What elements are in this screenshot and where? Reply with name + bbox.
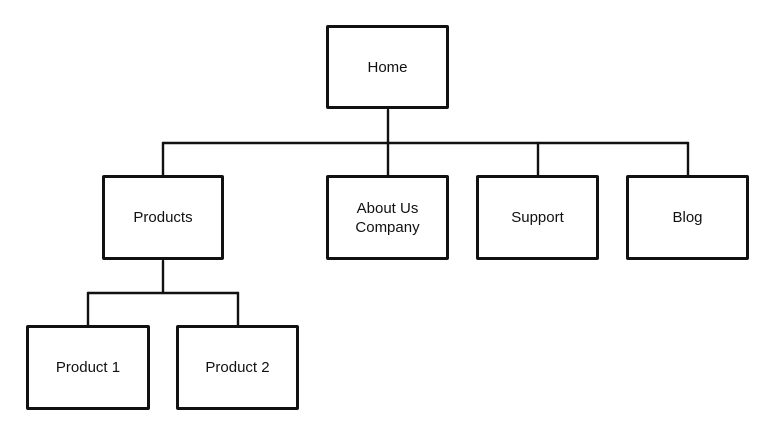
node-products-label: Products (133, 209, 193, 226)
node-support[interactable]: Support (476, 175, 599, 260)
node-product-1[interactable]: Product 1 (26, 325, 150, 410)
node-product-1-label: Product 1 (55, 359, 121, 376)
node-blog-label: Blog (672, 209, 703, 226)
node-blog[interactable]: Blog (626, 175, 749, 260)
node-home-label: Home (367, 58, 408, 76)
node-support-label: Support (511, 209, 564, 226)
node-about-us-company-label: About Us Company (355, 199, 420, 236)
node-product-2-label: Product 2 (205, 359, 270, 376)
node-about-us-company[interactable]: About Us Company (326, 175, 449, 260)
node-home[interactable]: Home (326, 25, 449, 109)
node-products[interactable]: Products (102, 175, 224, 260)
node-product-2[interactable]: Product 2 (176, 325, 299, 410)
